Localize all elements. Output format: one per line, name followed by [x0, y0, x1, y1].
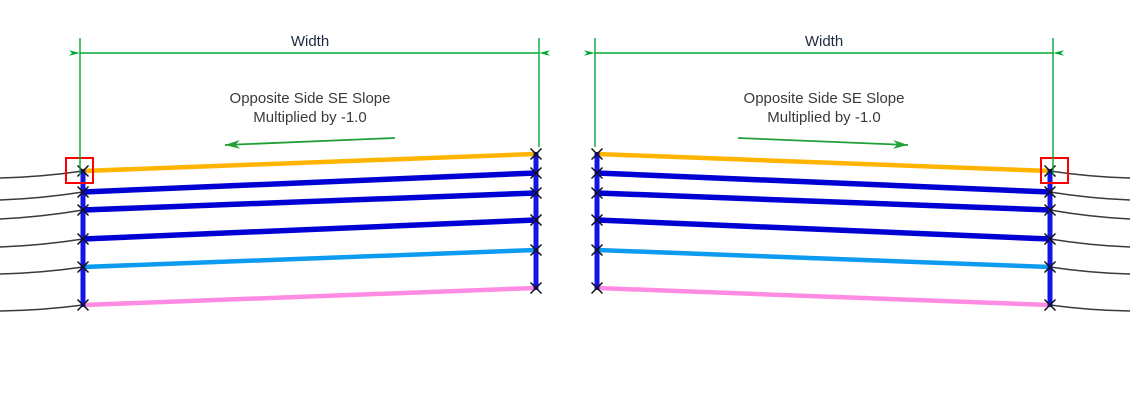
ground-line — [0, 170, 84, 179]
vertex-marker-stroke — [529, 166, 543, 180]
dimension-label-width: Width — [805, 33, 843, 50]
vertex-marker-stroke — [76, 232, 90, 246]
ground-line — [1049, 266, 1130, 275]
vertex-marker-x — [590, 186, 604, 200]
ground-lines-group — [0, 170, 84, 312]
ground-line — [1049, 304, 1130, 312]
highlight-box[interactable] — [1040, 157, 1069, 184]
vertex-marker-x — [76, 232, 90, 246]
vertex-marker-x — [76, 185, 90, 199]
vertex-marker-stroke — [590, 186, 604, 200]
vertex-marker-stroke — [1043, 260, 1057, 274]
ground-line — [1049, 209, 1130, 220]
dimension-label-width: Width — [291, 33, 329, 50]
vertex-marker-stroke — [590, 147, 604, 161]
ground-line — [0, 209, 84, 220]
ground-line — [1049, 238, 1130, 248]
ground-line — [1049, 191, 1130, 201]
vertex-marker-x — [529, 166, 543, 180]
vertex-marker-x — [590, 281, 604, 295]
ground-lines-group — [1049, 170, 1130, 312]
vertex-marker-stroke — [590, 166, 604, 180]
slope-note-line-2: Multiplied by -1.0 — [767, 109, 880, 126]
vertex-marker-stroke — [590, 243, 604, 257]
vertex-marker-stroke — [1043, 298, 1057, 312]
surface-orange — [596, 151, 1051, 174]
surface-orange — [82, 151, 537, 174]
ground-line — [1049, 170, 1130, 179]
vertex-marker-x — [76, 260, 90, 274]
vertex-marker-stroke — [76, 203, 90, 217]
vertex-marker-stroke — [529, 186, 543, 200]
slope-note-line-1: Opposite Side SE Slope — [744, 90, 905, 107]
vertex-marker-x — [529, 147, 543, 161]
vertex-marker-stroke — [1043, 185, 1057, 199]
vertex-marker-stroke — [529, 147, 543, 161]
width-dimension-group: Width — [69, 33, 550, 175]
vertex-marker-x — [590, 243, 604, 257]
surface-pink — [596, 285, 1051, 308]
vertex-marker-x — [76, 203, 90, 217]
surface-lines-group — [596, 151, 1051, 308]
vertex-marker-x — [1043, 298, 1057, 312]
ground-line — [0, 238, 84, 248]
surface-blue-1 — [82, 170, 537, 195]
surface-cyan — [596, 247, 1051, 270]
vertex-marker-x — [1043, 203, 1057, 217]
vertex-marker-x — [590, 166, 604, 180]
surface-cyan — [82, 247, 537, 270]
vertex-marker-x — [1043, 232, 1057, 246]
vertex-marker-stroke — [76, 298, 90, 312]
surface-blue-2 — [596, 190, 1051, 213]
surface-blue-3 — [596, 217, 1051, 242]
vertex-marker-stroke — [590, 213, 604, 227]
surface-blue-2 — [82, 190, 537, 213]
vertex-marker-x — [1043, 185, 1057, 199]
vertex-marker-x — [529, 243, 543, 257]
vertex-marker-stroke — [76, 260, 90, 274]
vertex-marker-x — [529, 213, 543, 227]
vertex-marker-stroke — [590, 281, 604, 295]
slope-direction-arrow — [737, 137, 909, 149]
ground-line — [0, 304, 84, 312]
vertex-marker-stroke — [529, 281, 543, 295]
vertex-marker-x — [529, 281, 543, 295]
vertex-marker-stroke — [1043, 203, 1057, 217]
surface-lines-group — [82, 151, 537, 308]
surface-blue-3 — [82, 217, 537, 242]
ground-line — [0, 266, 84, 275]
surface-pink — [82, 285, 537, 308]
surface-blue-1 — [596, 170, 1051, 195]
vertex-marker-x — [590, 147, 604, 161]
slope-direction-arrow — [224, 137, 396, 149]
vertex-markers-group — [76, 147, 543, 312]
vertex-marker-stroke — [76, 185, 90, 199]
vertex-marker-stroke — [529, 243, 543, 257]
ground-line — [0, 191, 84, 201]
slope-note-line-1: Opposite Side SE Slope — [230, 90, 391, 107]
vertex-marker-x — [76, 298, 90, 312]
width-dimension-group: Width — [584, 33, 1064, 175]
vertex-marker-x — [529, 186, 543, 200]
slope-note-line-2: Multiplied by -1.0 — [253, 109, 366, 126]
vertex-marker-stroke — [1043, 232, 1057, 246]
vertex-marker-stroke — [529, 213, 543, 227]
vertex-marker-x — [590, 213, 604, 227]
vertex-marker-x — [1043, 260, 1057, 274]
